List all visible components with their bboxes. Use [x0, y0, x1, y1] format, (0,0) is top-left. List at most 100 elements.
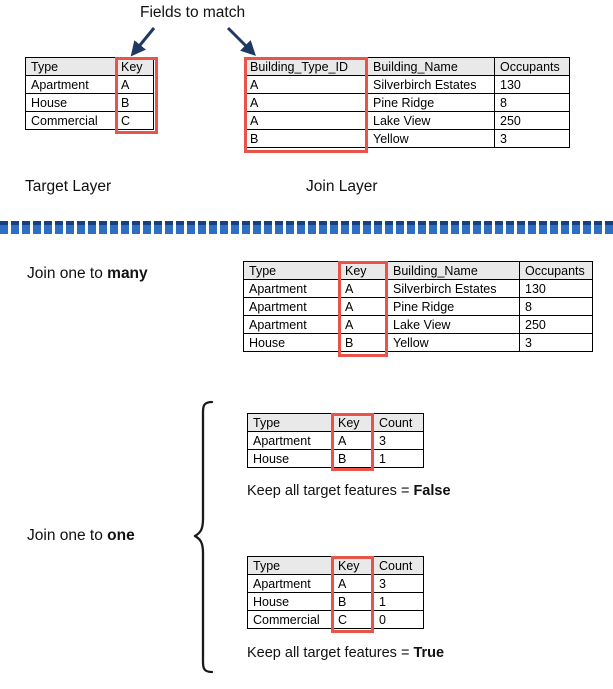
- table-cell: A: [332, 574, 374, 593]
- join-one-to-one-label: Join one to one: [27, 527, 135, 544]
- table-row: A Pine Ridge 8: [244, 93, 570, 112]
- keep-all-false-label: Keep all target features = False: [247, 483, 451, 500]
- column-header: Building_Type_ID: [244, 57, 368, 76]
- join-one-to-many-prefix: Join one to: [27, 265, 108, 282]
- table-cell: Apartment: [243, 297, 340, 316]
- table-cell: A: [332, 431, 374, 450]
- join-one-to-one-prefix: Join one to: [27, 527, 108, 544]
- table-cell: 8: [494, 93, 570, 112]
- table-cell: B: [332, 592, 374, 611]
- table-row: A Silverbirch Estates 130: [244, 75, 570, 94]
- table-cell: 1: [373, 449, 424, 468]
- table-header-row: Type Key Count: [247, 413, 424, 432]
- table-row: Apartment A Silverbirch Estates 130: [243, 279, 593, 298]
- table-cell: B: [115, 93, 154, 112]
- keep-all-true-strong: True: [413, 645, 445, 661]
- table-cell: C: [115, 111, 154, 130]
- one-to-many-table-wrap: Type Key Building_Name Occupants Apartme…: [243, 261, 593, 352]
- join-layer-table-wrap: Building_Type_ID Building_Name Occupants…: [244, 57, 570, 148]
- table-cell: Commercial: [247, 610, 333, 629]
- arrow-to-join-key: [226, 26, 256, 56]
- table-cell: Apartment: [247, 574, 333, 593]
- table-row: Apartment A: [25, 75, 154, 94]
- column-header: Key: [339, 261, 388, 280]
- curly-brace: [193, 400, 214, 674]
- section-divider-top: [0, 221, 613, 225]
- join-layer-table: Building_Type_ID Building_Name Occupants…: [244, 57, 570, 148]
- column-header: Occupants: [519, 261, 593, 280]
- table-row: House B 1: [247, 449, 424, 468]
- table-cell: House: [25, 93, 116, 112]
- fields-to-match-label: Fields to match: [140, 4, 246, 21]
- target-layer-label: Target Layer: [25, 178, 112, 195]
- column-header: Type: [25, 57, 116, 76]
- table-cell: A: [339, 315, 388, 334]
- table-cell: Silverbirch Estates: [387, 279, 520, 298]
- table-cell: A: [115, 75, 154, 94]
- keep-all-true-label: Keep all target features = True: [247, 645, 445, 662]
- column-header: Type: [247, 556, 333, 575]
- table-cell: A: [339, 297, 388, 316]
- table-cell: Apartment: [243, 315, 340, 334]
- table-row: Commercial C 0: [247, 610, 424, 629]
- table-cell: House: [243, 333, 340, 352]
- table-cell: A: [244, 111, 368, 130]
- table-cell: 3: [373, 431, 424, 450]
- table-row: B Yellow 3: [244, 129, 570, 148]
- table-row: House B: [25, 93, 154, 112]
- table-row: Commercial C: [25, 111, 154, 130]
- table-cell: 8: [519, 297, 593, 316]
- table-cell: 130: [494, 75, 570, 94]
- column-header: Count: [373, 413, 424, 432]
- table-header-row: Building_Type_ID Building_Name Occupants: [244, 57, 570, 76]
- table-row: Apartment A Pine Ridge 8: [243, 297, 593, 316]
- join-one-to-one-strong: one: [107, 527, 135, 544]
- table-cell: Yellow: [387, 333, 520, 352]
- join-layer-label: Join Layer: [306, 178, 378, 195]
- table-row: Apartment A 3: [247, 574, 424, 593]
- column-header: Type: [243, 261, 340, 280]
- one-to-one-false-table: Type Key Count Apartment A 3 House B 1: [247, 413, 424, 468]
- table-cell: Lake View: [387, 315, 520, 334]
- table-cell: Apartment: [247, 431, 333, 450]
- column-header: Occupants: [494, 57, 570, 76]
- table-cell: 3: [494, 129, 570, 148]
- table-cell: 0: [373, 610, 424, 629]
- table-header-row: Type Key Building_Name Occupants: [243, 261, 593, 280]
- table-header-row: Type Key Count: [247, 556, 424, 575]
- table-cell: Pine Ridge: [367, 93, 495, 112]
- column-header: Building_Name: [387, 261, 520, 280]
- table-header-row: Type Key: [25, 57, 154, 76]
- table-cell: 250: [494, 111, 570, 130]
- column-header: Building_Name: [367, 57, 495, 76]
- column-header: Key: [332, 413, 374, 432]
- keep-all-true-prefix: Keep all target features =: [247, 645, 414, 661]
- table-cell: 250: [519, 315, 593, 334]
- table-cell: Silverbirch Estates: [367, 75, 495, 94]
- join-one-to-many-label: Join one to many: [27, 265, 148, 282]
- table-row: A Lake View 250: [244, 111, 570, 130]
- one-to-one-true-table-wrap: Type Key Count Apartment A 3 House B 1 C…: [247, 556, 424, 629]
- table-cell: Apartment: [25, 75, 116, 94]
- table-cell: Yellow: [367, 129, 495, 148]
- table-cell: 3: [519, 333, 593, 352]
- arrow-to-target-key: [130, 27, 156, 57]
- target-layer-table: Type Key Apartment A House B Commercial …: [25, 57, 154, 130]
- section-divider: [0, 225, 613, 234]
- column-header: Key: [115, 57, 154, 76]
- table-cell: House: [247, 592, 333, 611]
- table-row: House B 1: [247, 592, 424, 611]
- one-to-many-table: Type Key Building_Name Occupants Apartme…: [243, 261, 593, 352]
- table-cell: Commercial: [25, 111, 116, 130]
- table-cell: A: [244, 75, 368, 94]
- column-header: Type: [247, 413, 333, 432]
- table-cell: Lake View: [367, 111, 495, 130]
- table-cell: 3: [373, 574, 424, 593]
- table-cell: A: [244, 93, 368, 112]
- table-cell: House: [247, 449, 333, 468]
- table-cell: C: [332, 610, 374, 629]
- target-layer-table-wrap: Type Key Apartment A House B Commercial …: [25, 57, 154, 130]
- table-cell: B: [332, 449, 374, 468]
- table-row: Apartment A 3: [247, 431, 424, 450]
- column-header: Key: [332, 556, 374, 575]
